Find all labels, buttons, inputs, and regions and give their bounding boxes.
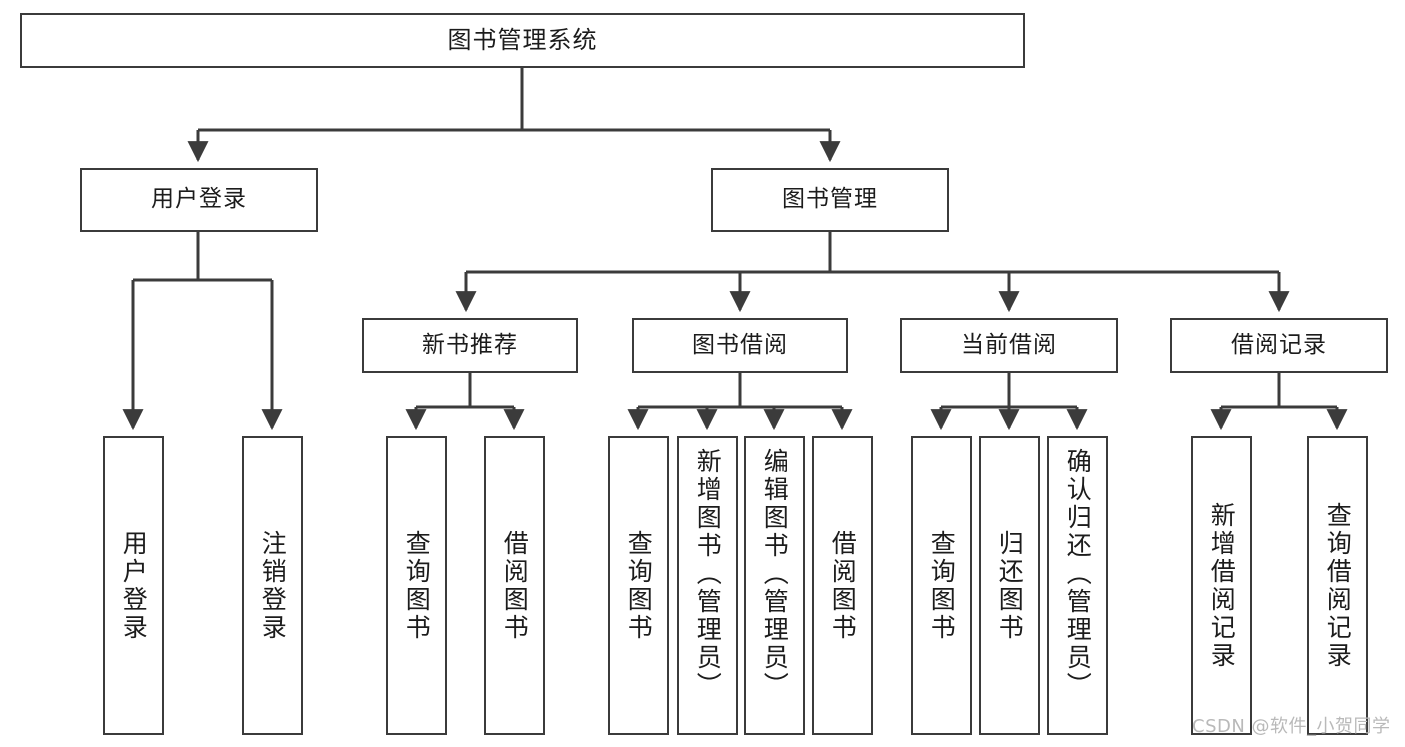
node-label: 图书管理 (782, 186, 878, 213)
node-label: 查询借阅记录 (1323, 501, 1353, 670)
node-leaf-add-book[interactable]: 新增图书（管理员） (677, 436, 738, 735)
node-new-book-recommend[interactable]: 新书推荐 (362, 318, 578, 373)
node-label: 查询图书 (927, 529, 957, 642)
node-label: 用户登录 (119, 529, 149, 642)
node-label: 图书借阅 (692, 331, 788, 358)
node-leaf-borrow-book-borrow[interactable]: 借阅图书 (812, 436, 873, 735)
node-leaf-query-borrow-record[interactable]: 查询借阅记录 (1307, 436, 1368, 735)
node-leaf-query-book-borrow[interactable]: 查询图书 (608, 436, 669, 735)
node-label: 用户登录 (151, 186, 247, 213)
node-book-management[interactable]: 图书管理 (711, 168, 949, 232)
node-leaf-return-book[interactable]: 归还图书 (979, 436, 1040, 735)
node-label: 图书管理系统 (447, 26, 598, 55)
node-leaf-query-book-current[interactable]: 查询图书 (911, 436, 972, 735)
node-label: 当前借阅 (961, 331, 1057, 358)
node-leaf-user-login[interactable]: 用户登录 (103, 436, 164, 735)
node-borrow-record[interactable]: 借阅记录 (1170, 318, 1388, 373)
node-label: 查询图书 (624, 529, 654, 642)
node-leaf-logout-login[interactable]: 注销登录 (242, 436, 303, 735)
node-label: 查询图书 (402, 529, 432, 642)
node-leaf-edit-book[interactable]: 编辑图书（管理员） (744, 436, 805, 735)
node-label: 新增借阅记录 (1207, 501, 1237, 670)
node-root-book-management-system[interactable]: 图书管理系统 (20, 13, 1025, 68)
node-label: 确认归还（管理员） (1063, 448, 1093, 700)
node-user-login[interactable]: 用户登录 (80, 168, 318, 232)
node-label: 新书推荐 (422, 331, 518, 358)
node-label: 编辑图书（管理员） (760, 448, 790, 700)
node-book-borrow[interactable]: 图书借阅 (632, 318, 848, 373)
csdn-watermark: CSDN @软件_小贺同学 (1192, 716, 1391, 737)
node-current-borrow[interactable]: 当前借阅 (900, 318, 1118, 373)
node-leaf-query-book-recommend[interactable]: 查询图书 (386, 436, 447, 735)
node-label: 借阅图书 (500, 529, 530, 642)
node-label: 新增图书（管理员） (693, 448, 723, 700)
node-label: 借阅图书 (828, 529, 858, 642)
node-leaf-confirm-return[interactable]: 确认归还（管理员） (1047, 436, 1108, 735)
node-label: 注销登录 (258, 529, 288, 642)
node-label: 归还图书 (995, 529, 1025, 642)
node-leaf-add-borrow-record[interactable]: 新增借阅记录 (1191, 436, 1252, 735)
node-leaf-borrow-book-recommend[interactable]: 借阅图书 (484, 436, 545, 735)
node-label: 借阅记录 (1231, 331, 1327, 358)
